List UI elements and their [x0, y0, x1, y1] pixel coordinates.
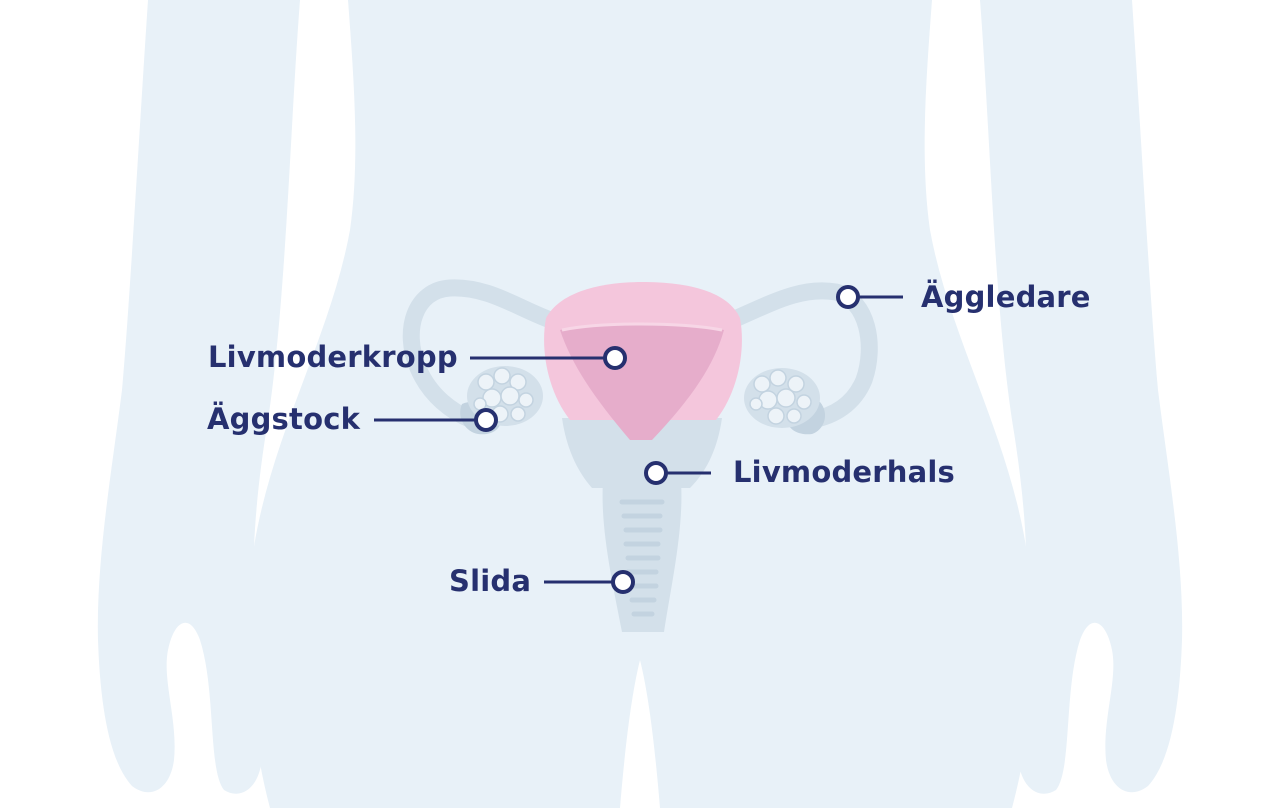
label-livmoderkropp: Livmoderkropp	[208, 340, 458, 374]
marker-livmoderkropp	[603, 346, 627, 370]
marker-slida	[611, 570, 635, 594]
left-fallopian-tube	[402, 279, 565, 429]
cervix-shape	[562, 418, 722, 488]
markers	[474, 285, 860, 594]
right-fallopian-tube	[719, 282, 878, 429]
label-slida: Slida	[449, 564, 532, 598]
label-aggstock: Äggstock	[207, 402, 361, 436]
uterus-body	[544, 282, 742, 440]
right-ovary	[744, 368, 820, 428]
marker-aggledare	[836, 285, 860, 309]
reproductive-organs	[402, 279, 878, 632]
label-aggledare: Äggledare	[921, 280, 1091, 314]
marker-aggstock	[474, 408, 498, 432]
leader-lines	[374, 295, 903, 584]
marker-livmoderhals	[644, 461, 668, 485]
label-livmoderhals: Livmoderhals	[733, 455, 956, 489]
left-arm	[97, 0, 300, 794]
